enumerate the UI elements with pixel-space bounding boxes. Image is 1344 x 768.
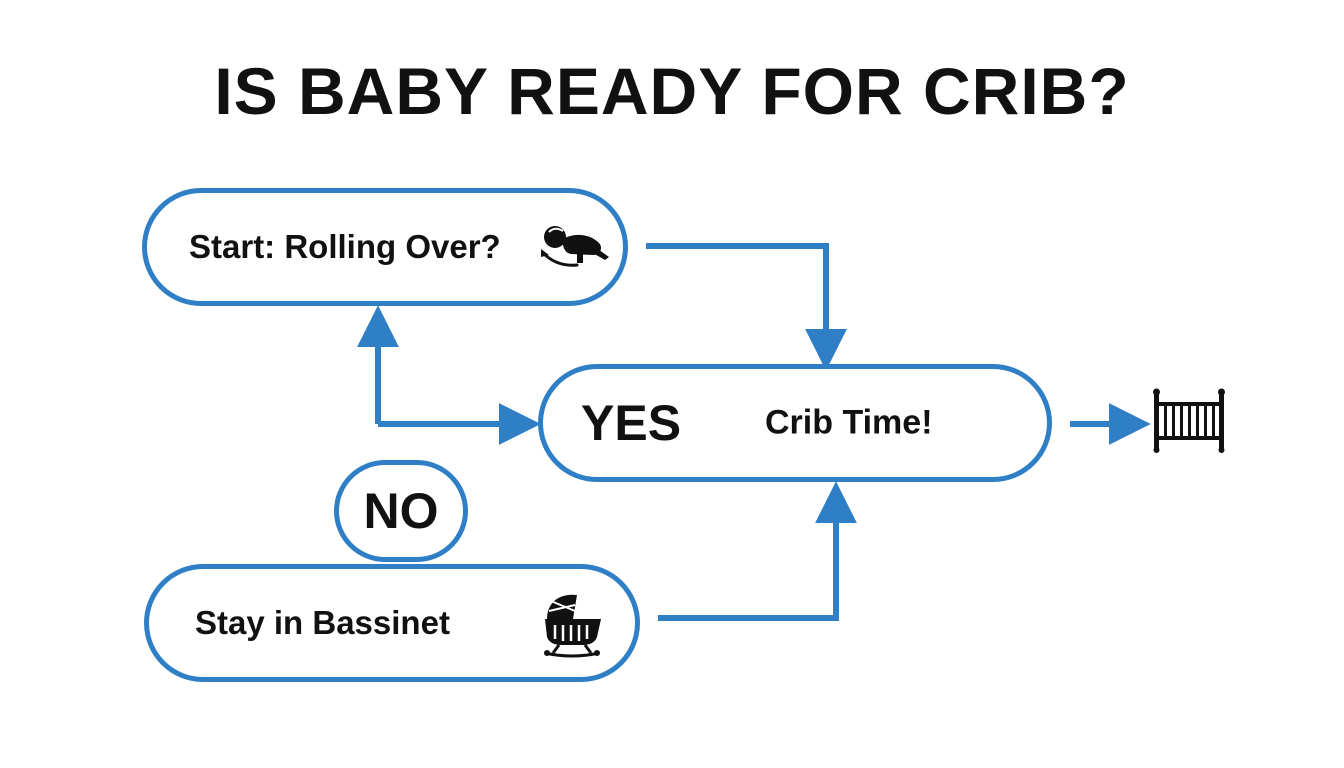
arrow-start-to-yes <box>646 243 847 371</box>
yes-decision-label: YES <box>581 395 682 451</box>
crib-icon <box>1153 388 1225 453</box>
start-label: Start: Rolling Over? <box>189 228 501 265</box>
yes-node: YES Crib Time! <box>538 364 1052 482</box>
no-node: NO <box>334 460 468 562</box>
diagram-title: IS BABY READY FOR CRIB? <box>214 54 1130 128</box>
crib-time-label: Crib Time! <box>765 403 933 442</box>
bassinet-icon <box>544 594 601 658</box>
start-node: Start: Rolling Over? <box>142 188 628 306</box>
bassinet-node: Stay in Bassinet <box>144 564 640 682</box>
no-decision-label: NO <box>363 483 439 539</box>
bassinet-label: Stay in Bassinet <box>195 604 450 641</box>
arrow-bassinet-to-yes <box>658 481 857 621</box>
baby-rolling-icon <box>541 226 609 267</box>
